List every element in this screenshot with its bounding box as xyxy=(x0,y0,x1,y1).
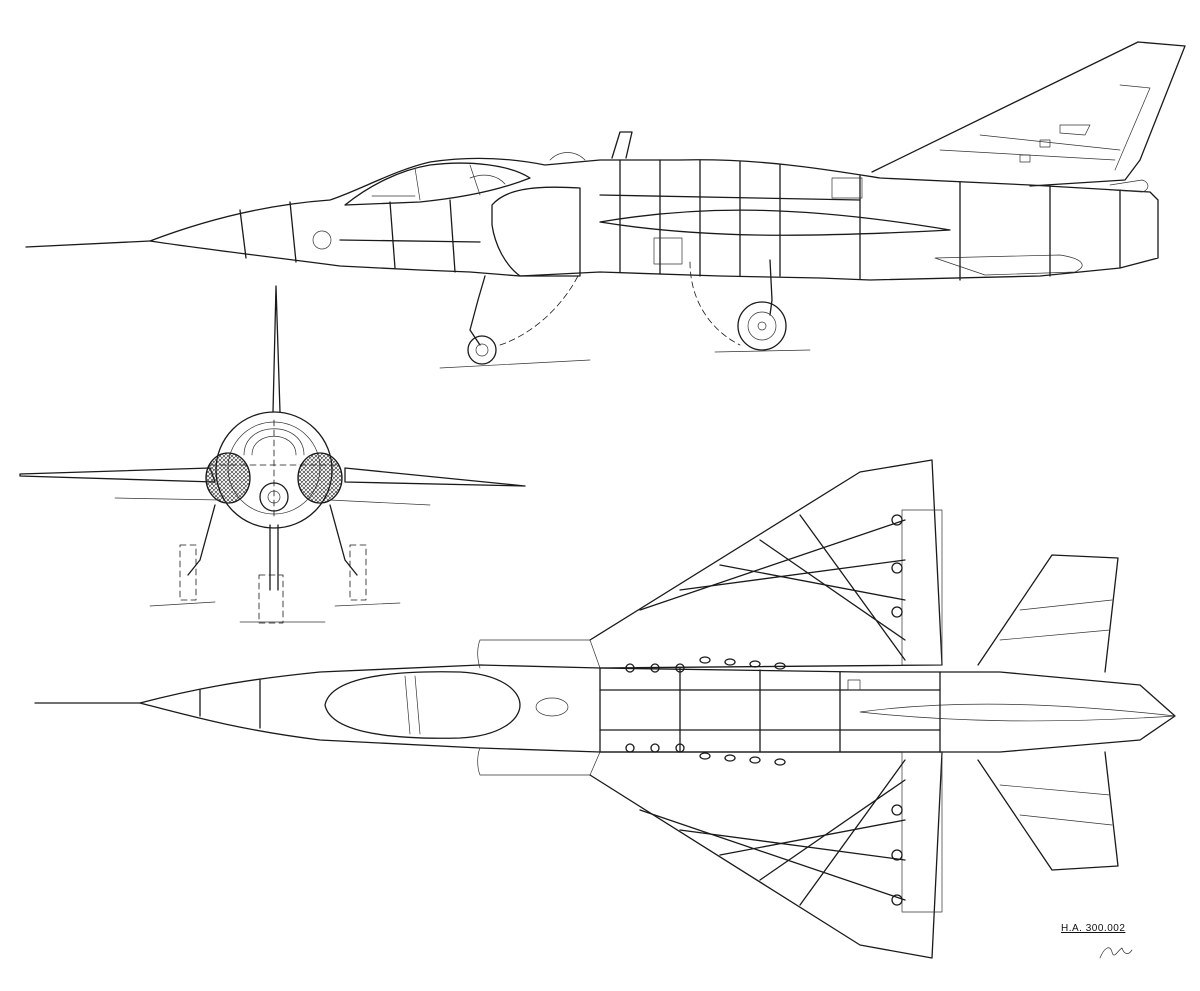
plan-fuselage xyxy=(139,664,1176,753)
vertical-fin xyxy=(871,41,1186,187)
main-gear-wheel xyxy=(737,301,787,351)
pitot-probe xyxy=(25,240,151,248)
front-left-gear xyxy=(187,504,216,576)
front-right-gear xyxy=(329,504,358,576)
main-gear-strut xyxy=(769,259,773,316)
nose-gear-strut xyxy=(469,275,486,346)
canopy xyxy=(344,162,531,206)
nose-gear-wheel xyxy=(467,335,497,365)
signature xyxy=(1099,947,1133,959)
air-intake xyxy=(491,186,581,277)
plan-lower-wing xyxy=(589,751,943,959)
plan-upper-tailplane xyxy=(977,554,1119,673)
antenna xyxy=(611,131,633,159)
right-intake xyxy=(297,452,343,504)
plan-lower-tailplane xyxy=(977,751,1119,871)
side-view xyxy=(25,41,1186,369)
plan-upper-wing xyxy=(589,459,943,669)
plan-canopy xyxy=(324,671,521,739)
front-fin xyxy=(272,285,281,413)
left-intake xyxy=(205,452,251,504)
side-fairing xyxy=(599,209,951,236)
front-view xyxy=(19,285,526,624)
drawing-number: H.A. 300.002 xyxy=(1061,923,1126,934)
fuselage-outline xyxy=(149,157,1159,281)
plan-view xyxy=(34,459,1176,959)
front-nose-gear xyxy=(269,524,279,591)
